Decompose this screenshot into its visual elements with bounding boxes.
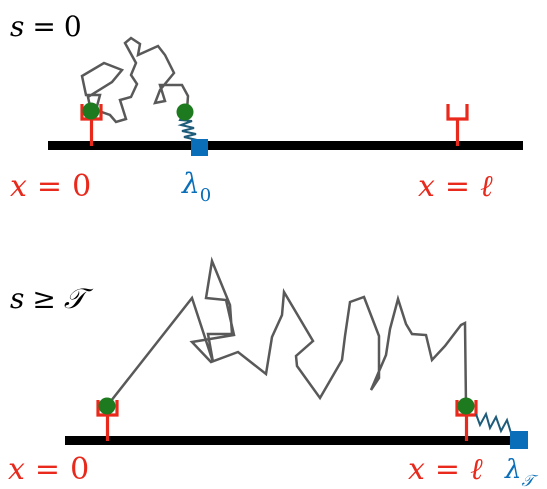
bottom-panel: s≥𝒯 x=0 x=ℓ λ𝒯 <box>8 261 538 489</box>
top-track <box>48 141 523 150</box>
top-left-bead <box>83 103 100 120</box>
bottom-state-label: s≥𝒯 <box>10 282 94 315</box>
bottom-polymer-walk <box>107 261 466 406</box>
bottom-slider <box>510 431 528 449</box>
bottom-left-anchor-label: x=0 <box>8 452 89 487</box>
bottom-left-bead <box>99 398 116 415</box>
bottom-slider-label: λ𝒯 <box>504 455 538 489</box>
top-slider <box>191 139 208 156</box>
bottom-track <box>65 436 525 445</box>
top-left-anchor-label: x=0 <box>10 169 91 204</box>
top-spring-bead <box>177 104 194 121</box>
top-panel: s=0 x=0 λ0 x=ℓ <box>10 10 523 206</box>
bottom-right-anchor-label: x=ℓ <box>408 452 483 487</box>
top-state-label: s=0 <box>10 10 82 43</box>
top-slider-label: λ0 <box>181 167 211 206</box>
top-right-anchor <box>448 104 467 146</box>
bottom-right-bead <box>458 398 475 415</box>
top-right-anchor-label: x=ℓ <box>418 169 493 204</box>
